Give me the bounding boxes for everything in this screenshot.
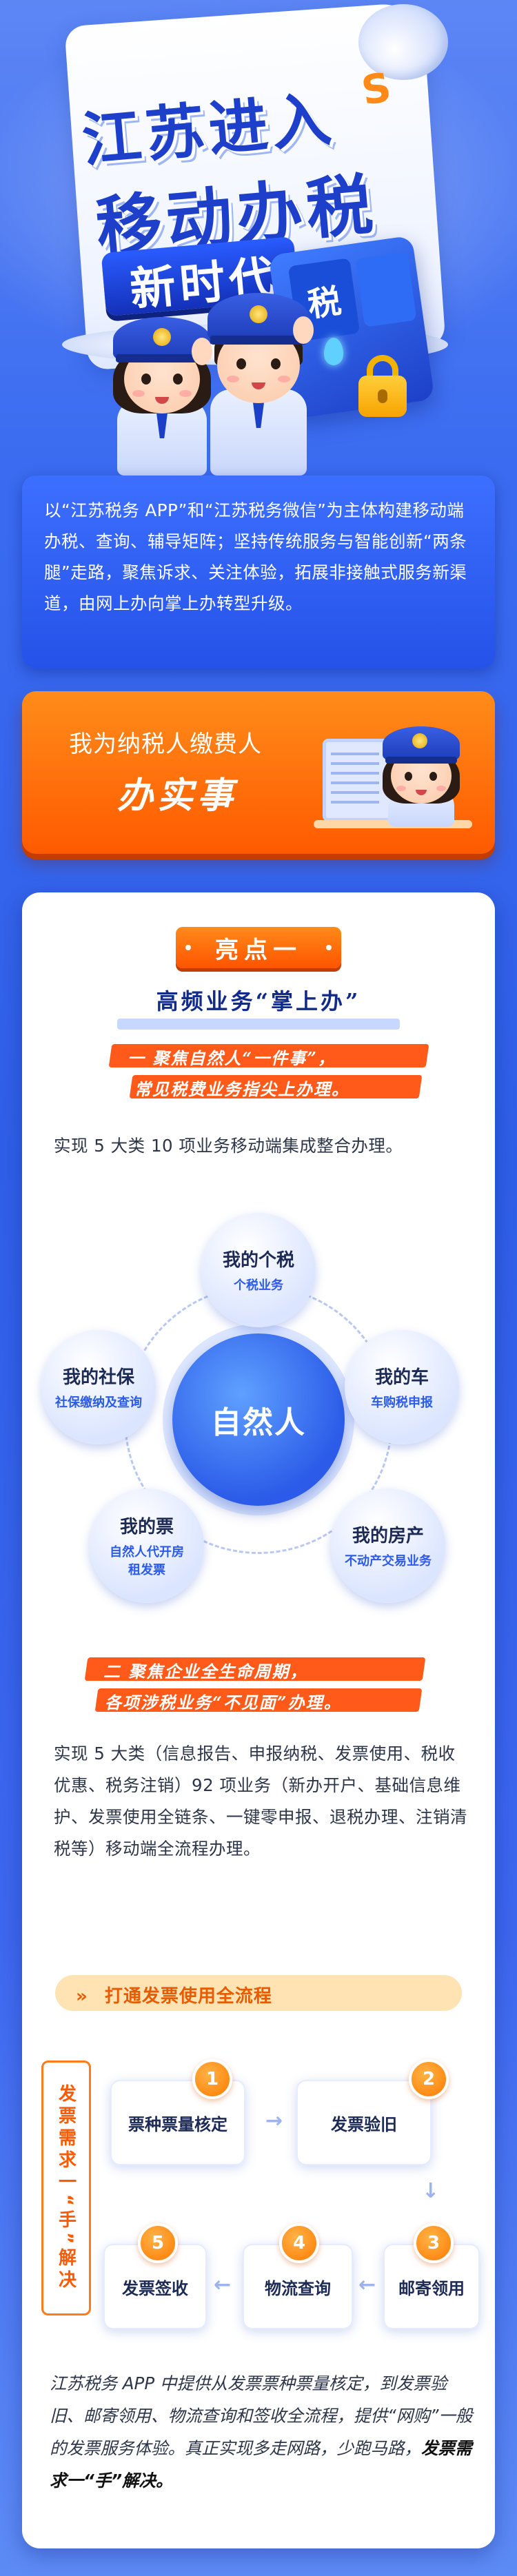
node-name: 我的车 <box>374 1367 429 1388</box>
badge-dot-right <box>326 945 332 950</box>
step-1-number: 1 <box>192 2059 232 2099</box>
subheading-2-line1: 二 聚焦企业全生命周期， <box>103 1662 308 1681</box>
step-label: 物流查询 <box>265 2278 331 2298</box>
monitor-screen-lines <box>331 753 379 808</box>
paragraph-3-bold: 发票需求一“手”解决。 <box>50 2438 472 2491</box>
badge-dot-left <box>185 945 191 950</box>
flame-icon <box>324 338 343 365</box>
node-desc: 不动产交易业务 <box>345 1553 432 1568</box>
intro-panel <box>22 476 495 668</box>
step-2-card: 发票验旧 <box>296 2080 432 2165</box>
step-3-number: 3 <box>414 2223 454 2263</box>
node-social-security: 我的社保 社保缴纳及查询 <box>41 1330 156 1444</box>
double-chevron-icon: » <box>76 1986 88 2007</box>
side-label-box: 发票需求一“手”解决 <box>41 2061 91 2316</box>
node-invoice: 我的票 自然人代开房租发票 <box>90 1489 204 1603</box>
highlight-badge: 亮点一 <box>176 927 341 968</box>
step-2-number: 2 <box>409 2059 449 2099</box>
hero-section: S 江苏进入 移动办税 新时代 税 <box>0 0 517 476</box>
node-name: 我的房产 <box>352 1525 424 1546</box>
step-label: 票种票量核定 <box>128 2114 227 2134</box>
arrow-left-icon: ← <box>358 2273 376 2297</box>
subheading-1-line2: 常见税费业务指尖上办理。 <box>134 1079 349 1099</box>
banner-title: 办实事 <box>117 775 238 817</box>
arrow-right-icon: → <box>265 2109 283 2133</box>
node-personal-tax: 我的个税 个税业务 <box>201 1213 316 1327</box>
flow-tag-label: » 打通发票使用全流程 <box>76 1982 272 2007</box>
node-desc: 自然人代开房租发票 <box>110 1544 184 1577</box>
paragraph-1: 实现 5 大类 10 项业务移动端集成整合办理。 <box>54 1136 403 1156</box>
node-property: 我的房产 不动产交易业务 <box>331 1489 445 1603</box>
officer-at-desk-illustration <box>376 717 465 827</box>
node-vehicle: 我的车 车购税申报 <box>345 1330 459 1444</box>
step-label: 发票签收 <box>122 2278 188 2298</box>
node-desc: 社保缴纳及查询 <box>55 1395 142 1410</box>
intro-text: 以“江苏税务 APP”和“江苏税务微信”为主体构建移动端办税、查询、辅导矩阵；坚… <box>44 500 467 613</box>
lock-shackle <box>367 355 398 385</box>
step-5-number: 5 <box>138 2223 178 2263</box>
lock-keyhole <box>378 389 387 403</box>
arrow-left-icon: ← <box>214 2273 232 2297</box>
diagram-center: 自然人 <box>172 1333 345 1506</box>
node-desc: 个税业务 <box>234 1278 283 1293</box>
paragraph-3: 江苏税务 APP 中提供从发票票种票量核定，到发票验旧、邮寄领用、物流查询和签收… <box>50 2367 477 2497</box>
scroll-curl <box>358 4 448 80</box>
side-label: 发票需求一“手”解决 <box>55 2083 77 2293</box>
flow-tag <box>55 1975 462 2011</box>
flow-tag-text: 打通发票使用全流程 <box>104 1986 272 2007</box>
highlight-badge-label: 亮点一 <box>215 936 302 964</box>
section-title-underline <box>117 1019 400 1030</box>
node-name: 我的票 <box>119 1516 174 1537</box>
step-label: 邮寄领用 <box>398 2278 465 2298</box>
node-name: 我的个税 <box>222 1249 294 1271</box>
subheading-1-line1: 一 聚焦自然人“一件事”， <box>128 1048 336 1068</box>
officer-male-illustration <box>196 272 321 476</box>
paragraph-2: 实现 5 大类（信息报告、申报纳税、发票使用、税收优惠、税务注销）92 项业务（… <box>54 1744 467 1859</box>
step-label: 发票验旧 <box>331 2114 397 2134</box>
banner-subtitle: 我为纳税人缴费人 <box>69 730 262 758</box>
step-4-number: 4 <box>279 2223 319 2263</box>
paragraph-3-text: 江苏税务 APP 中提供从发票票种票量核定，到发票验旧、邮寄领用、物流查询和签收… <box>50 2373 473 2458</box>
arrow-down-icon: ↓ <box>422 2179 440 2203</box>
officer-female-illustration <box>103 296 221 476</box>
node-desc: 车购税申报 <box>371 1395 433 1410</box>
section-title: 高频业务“掌上办” <box>156 988 361 1014</box>
document-card-icon <box>355 252 417 327</box>
subheading-2-line2: 各项涉税业务“不见面”办理。 <box>105 1693 342 1713</box>
node-name: 我的社保 <box>62 1367 134 1388</box>
